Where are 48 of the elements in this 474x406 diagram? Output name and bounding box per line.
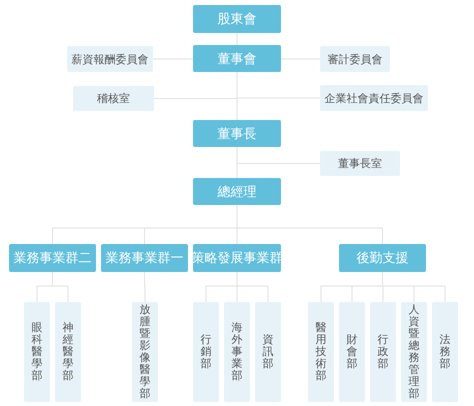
department-box — [55, 302, 81, 402]
org-unit-box — [101, 244, 188, 272]
unit-name: 業務事業群二 — [14, 250, 92, 267]
unit-name: 董事長室 — [338, 156, 382, 171]
unit-name: 審計委員會 — [328, 52, 382, 66]
unit-name: 神經醫學部 — [62, 322, 74, 382]
department-box — [432, 302, 458, 402]
org-unit-box — [9, 244, 96, 272]
department-box — [308, 302, 334, 402]
unit-name: 股東會 — [218, 11, 256, 28]
unit-name: 財會部 — [346, 334, 358, 370]
department-box — [132, 302, 158, 402]
committee-box — [67, 46, 153, 72]
unit-name: 海外事業部 — [232, 322, 242, 382]
org-unit-box — [193, 45, 281, 72]
committee-box — [73, 86, 154, 111]
org-unit-box — [193, 244, 281, 272]
department-box — [255, 302, 281, 402]
unit-name: 後勤支援 — [356, 250, 408, 267]
unit-name: 企業社會責任委員會 — [324, 90, 424, 106]
org-unit-box — [193, 178, 281, 205]
department-box — [224, 302, 250, 402]
department-box — [339, 302, 365, 402]
unit-name: 行政部 — [378, 334, 388, 370]
unit-name: 資訊部 — [262, 334, 274, 370]
department-box — [401, 302, 427, 402]
unit-name: 稽核室 — [97, 91, 130, 106]
org-unit-box — [193, 5, 281, 33]
unit-name: 董事長 — [218, 126, 256, 142]
unit-name: 法務部 — [440, 334, 450, 370]
committee-box — [320, 151, 400, 176]
unit-name: 行銷部 — [200, 334, 212, 370]
org-unit-box — [339, 244, 426, 272]
unit-name: 總經理 — [218, 184, 256, 200]
department-box — [24, 302, 50, 402]
org-unit-box — [193, 120, 281, 147]
committee-box — [320, 46, 390, 72]
unit-name: 業務事業群一 — [106, 250, 184, 267]
unit-name: 薪資報酬委員會 — [72, 52, 148, 66]
unit-name: 放腫暨影像醫學部 — [140, 304, 150, 400]
committee-box — [320, 85, 428, 111]
department-box — [370, 302, 396, 402]
unit-name: 董事會 — [218, 50, 256, 68]
unit-name: 策略發展事業群 — [192, 250, 282, 267]
department-box — [193, 302, 219, 402]
unit-name: 眼科醫學部 — [32, 322, 42, 382]
unit-name: 人資暨總務管理部 — [408, 304, 420, 400]
unit-name: 醫用技術部 — [316, 322, 326, 382]
